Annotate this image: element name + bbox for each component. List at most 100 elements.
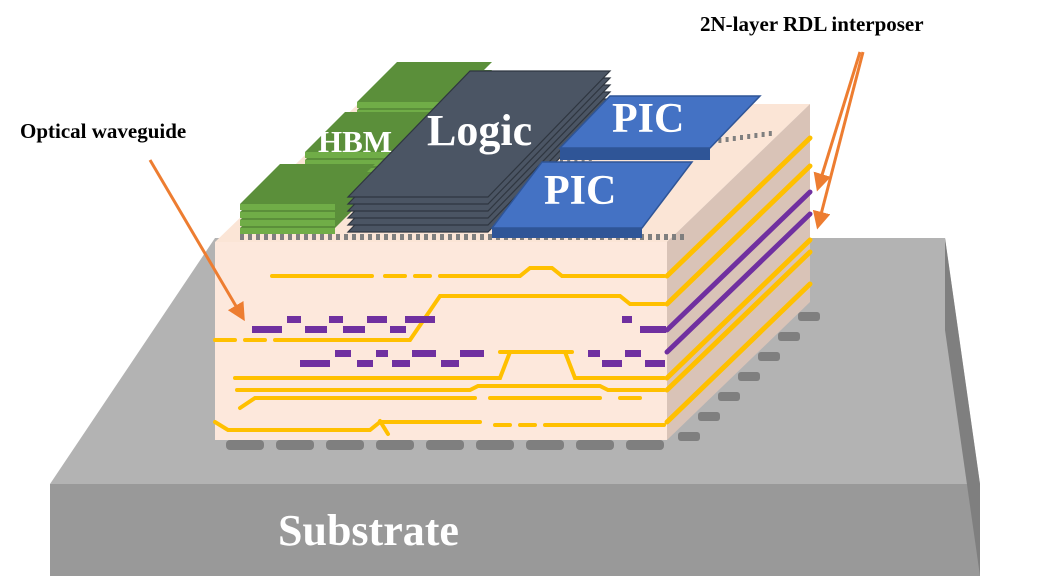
pic-die-top-edge — [560, 148, 710, 160]
pic-top-label: PIC — [612, 96, 684, 142]
logic-die — [346, 70, 612, 233]
waveguide-segment — [441, 360, 459, 367]
chip-bump — [456, 234, 460, 240]
waveguide-segment — [460, 350, 484, 357]
chip-bump — [574, 158, 578, 163]
hbm-layer-edge — [240, 228, 335, 234]
waveguide-segment — [640, 326, 666, 333]
chip-bump — [432, 234, 436, 240]
pic-dies — [490, 95, 762, 238]
side-layer-line — [664, 189, 813, 333]
hbm-layer-edge — [240, 220, 335, 226]
hbm-layer-edge — [305, 160, 400, 166]
pic-die-bottom-edge — [492, 228, 642, 238]
chip-bump — [400, 234, 404, 240]
chip-bump — [672, 234, 676, 240]
hbm-layer-edge — [357, 102, 452, 108]
chip-bump — [754, 133, 758, 138]
bottom-bump-row — [226, 440, 664, 450]
rdl-arrow-upper — [813, 51, 862, 192]
waveguide-segment — [376, 350, 388, 357]
copper-trace — [213, 420, 666, 432]
chip-bump — [288, 234, 292, 240]
optical-waveguide — [252, 316, 666, 367]
interposer-side-layers — [664, 135, 813, 425]
chip-bump — [304, 234, 308, 240]
chip-bump — [480, 234, 484, 240]
solder-bump — [276, 440, 314, 450]
waveguide-segment — [300, 360, 330, 367]
chip-bump — [360, 234, 364, 240]
hbm-layer-edge — [240, 212, 335, 218]
solder-bump — [678, 432, 700, 441]
chip-bump — [747, 134, 751, 139]
chip-bump — [368, 234, 372, 240]
optical-waveguide-arrow — [148, 159, 245, 322]
chip-bump — [648, 234, 652, 240]
pic-bottom-label: PIC — [544, 168, 616, 214]
waveguide-segment — [622, 316, 632, 323]
waveguide-segment — [252, 326, 282, 333]
solder-bump — [798, 312, 820, 321]
chip-bump — [472, 234, 476, 240]
waveguide-segment — [329, 316, 343, 323]
solder-bump — [758, 352, 780, 361]
solder-bump — [718, 392, 740, 401]
callout-arrows — [148, 51, 865, 322]
side-layer-line — [664, 211, 813, 355]
solder-bump — [376, 440, 414, 450]
solder-bump — [526, 440, 564, 450]
side-layer-line — [664, 135, 813, 279]
chip-bump — [296, 234, 300, 240]
chip-bump — [248, 234, 252, 240]
chip-bump — [488, 234, 492, 240]
waveguide-segment — [645, 360, 665, 367]
chip-bump — [280, 234, 284, 240]
chip-bump — [725, 137, 729, 142]
waveguide-segment — [405, 316, 435, 323]
chip-bump — [384, 234, 388, 240]
chip-bump — [448, 234, 452, 240]
chip-bump — [761, 132, 765, 137]
waveguide-segment — [390, 326, 406, 333]
copper-trace — [378, 419, 390, 436]
solder-bump — [698, 412, 720, 421]
waveguide-segment — [625, 350, 641, 357]
logic-label: Logic — [427, 106, 532, 155]
copper-trace — [238, 396, 642, 410]
waveguide-segment — [287, 316, 301, 323]
side-layer-line — [664, 249, 813, 393]
waveguide-segment — [588, 350, 600, 357]
solder-bump — [576, 440, 614, 450]
solder-bump — [326, 440, 364, 450]
chip-bump — [336, 234, 340, 240]
chip-bump — [344, 234, 348, 240]
waveguide-segment — [305, 326, 327, 333]
waveguide-segment — [412, 350, 436, 357]
hbm-layer-edge — [305, 152, 400, 158]
chip-bump — [424, 234, 428, 240]
solder-bump — [426, 440, 464, 450]
chip-bump — [376, 234, 380, 240]
chip-bump — [656, 234, 660, 240]
solder-bump — [778, 332, 800, 341]
chip-bump — [272, 234, 276, 240]
chip-bump — [718, 138, 722, 143]
side-bump-row — [678, 312, 820, 441]
chip-bump — [328, 234, 332, 240]
copper-traces — [213, 266, 666, 436]
side-layer-line — [664, 163, 813, 307]
chip-bump — [464, 234, 468, 240]
substrate-front — [50, 484, 980, 576]
chip-bump — [732, 136, 736, 141]
copper-trace — [213, 294, 666, 342]
chip-bump — [392, 234, 396, 240]
solder-bump — [626, 440, 664, 450]
solder-bump — [738, 372, 760, 381]
chip-bump — [440, 234, 444, 240]
logic-layer — [346, 70, 612, 198]
chip-bump — [680, 234, 684, 240]
copper-trace — [235, 384, 666, 392]
rdl-arrow-lower — [812, 51, 865, 230]
